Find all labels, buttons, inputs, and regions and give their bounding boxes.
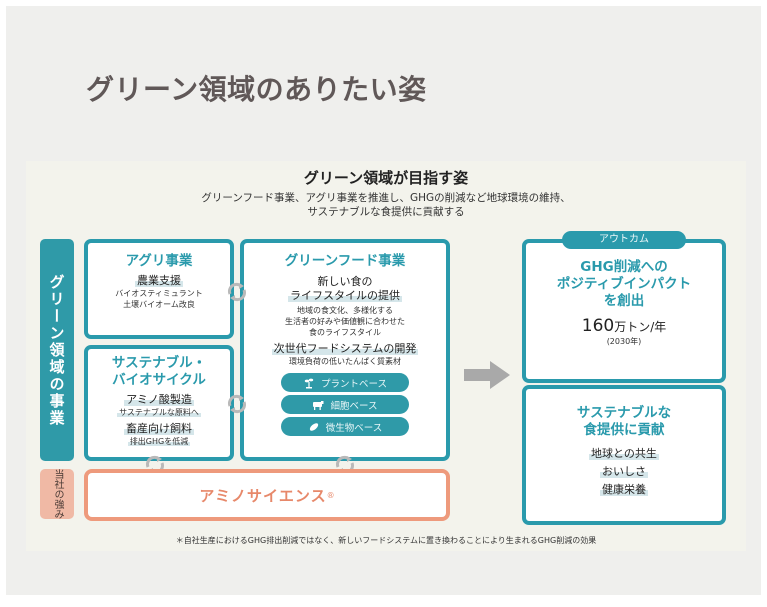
sustainable-food-item-1: 地球との共生 [589,447,659,460]
side-label-business: グリーン領域の事業 [40,239,74,461]
pill-microbe-based: 微生物ベース [281,417,409,436]
strength-box: アミノサイエンス® [84,469,450,521]
strength-label: アミノサイエンス [199,486,327,505]
green-food-section1-line1: 新しい食の [317,275,373,288]
sustainable-biocycle-box: サステナブル・ バイオサイクル アミノ酸製造 サステナブルな原料へ 畜産向け飼料… [84,345,234,461]
green-food-section2-detail: 環境負荷の低いたんぱく質素材 [289,357,401,366]
green-food-section2-title: 次世代フードシステムの開発 [271,342,419,355]
green-food-section1-line2: ライフスタイルの提供 [288,289,402,302]
right-arrow-icon [464,361,510,389]
panel-subtitle: グリーンフード事業、アグリ事業を推進し、GHGの削減など地球環境の維持、 サステ… [26,191,746,219]
agri-business-box: アグリ事業 農業支援 バイオスティミュラント 土壌バイオーム改良 [84,239,234,339]
impact-title-line3: を創出 [603,293,645,309]
outcome-tab: アウトカム [562,231,686,249]
outcome-impact-box: GHG削減への ポジティブインパクト を創出 160万トン/年 (2030年) [522,239,726,383]
green-food-section1-detail-1: 地域の食文化、多様化する [297,306,393,315]
green-food-title: グリーンフード事業 [284,253,406,269]
sustainable-food-title-line2: 食提供に貢献 [583,422,665,438]
footnote: ＊自社生産におけるGHG排出削減ではなく、新しいフードシステムに置き換わることに… [175,536,597,545]
impact-value: 160 [581,316,615,336]
pill-plant-based-label: プラントベース [320,378,388,390]
impact-title-line1: GHG削減への [580,259,668,275]
sustainable-food-item-2: おいしさ [600,465,648,478]
registered-mark: ® [326,490,335,500]
pill-cell-based: 細胞ベース [281,395,409,414]
agri-title: アグリ事業 [125,253,193,269]
sustainable-item-1-main: アミノ酸製造 [124,393,194,406]
slide: グリーン領域のありたい姿 グリーン領域が目指す姿 グリーンフード事業、アグリ事業… [6,6,761,595]
pill-microbe-based-label: 微生物ベース [325,422,383,434]
impact-year-note: (2030年) [606,337,642,346]
sustainable-food-title-line1: サステナブルな [576,405,672,421]
diagram-panel: グリーン領域が目指す姿 グリーンフード事業、アグリ事業を推進し、GHGの削減など… [26,161,746,551]
cow-icon [313,400,324,410]
outcome-sustainable-food-box: サステナブルな 食提供に貢献 地球との共生 おいしさ 健康栄養 [522,385,726,525]
panel-subtitle-line1: グリーンフード事業、アグリ事業を推進し、GHGの削減など地球環境の維持、 [201,192,571,204]
microbe-icon [309,422,318,431]
agri-detail-1: バイオスティミュラント [115,289,203,298]
agri-main: 農業支援 [135,274,183,287]
agri-detail-2: 土壌バイオーム改良 [123,300,195,309]
pill-cell-based-label: 細胞ベース [330,400,378,412]
green-food-box: グリーンフード事業 新しい食の ライフスタイルの提供 地域の食文化、多様化する … [240,239,450,461]
side-label-strength: 当社の強み [40,469,74,519]
impact-unit: 万トン/年 [614,320,667,334]
cycle-icon [228,394,246,414]
sustainable-food-item-3: 健康栄養 [600,483,648,496]
green-food-section1-detail-2: 生活者の好みや価値観に合わせた [285,317,405,326]
panel-title: グリーン領域が目指す姿 [303,169,469,187]
cycle-icon [228,282,246,302]
green-food-section1-detail-3: 食のライフスタイル [309,328,381,337]
sustainable-title-line1: サステナブル・ [111,355,207,371]
plant-icon [304,378,314,388]
sustainable-title-line2: バイオサイクル [112,372,206,388]
slide-title: グリーン領域のありたい姿 [86,73,427,106]
sustainable-item-1-sub: サステナブルな原料へ [117,408,201,417]
panel-subtitle-line2: サステナブルな食提供に貢献する [307,206,465,218]
pill-plant-based: プラントベース [281,373,409,392]
sustainable-item-2-main: 畜産向け飼料 [124,422,194,435]
impact-title-line2: ポジティブインパクト [556,276,692,292]
sustainable-item-2-sub: 排出GHGを低減 [127,437,191,446]
